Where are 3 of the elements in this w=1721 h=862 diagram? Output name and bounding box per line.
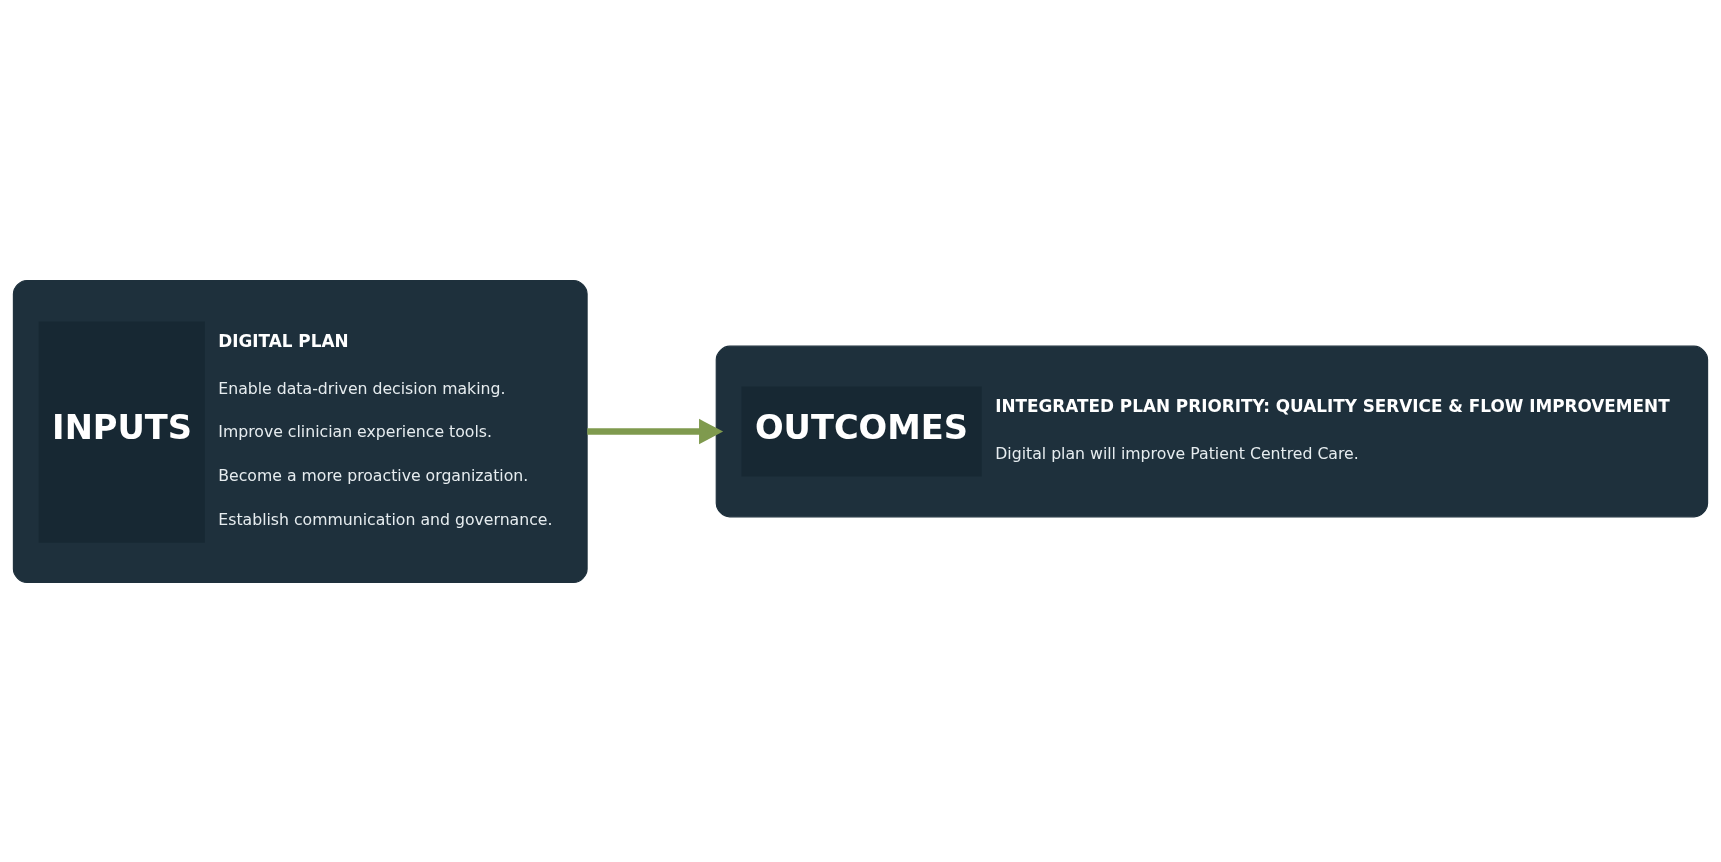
- node-box: INPUTS DIGITAL PLAN Enable data-driven decision making. Improve clinician experience tools. Become a more proactive organization. Establish communication and governance.: [12, 279, 588, 583]
- node-box: OUTCOMES INTEGRATED PLAN PRIORITY: QUALITY SERVICE & FLOW IMPROVEMENT Digital plan will improve Patient Centred Care.: [715, 345, 1709, 517]
- arrow: [587, 418, 724, 444]
